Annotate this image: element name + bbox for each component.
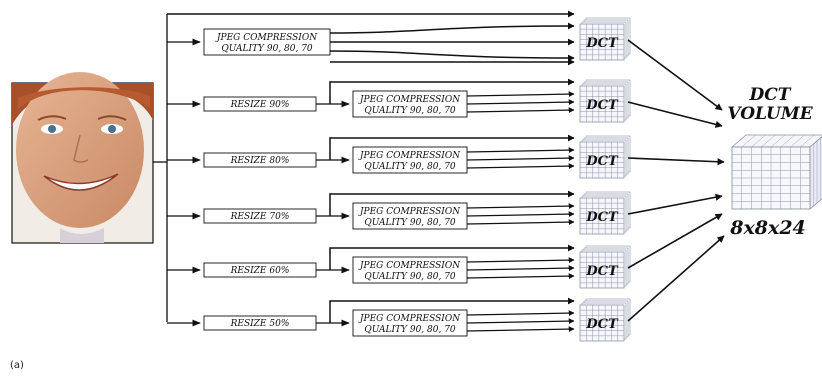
jpeg-box-line2: QUALITY 90, 80, 70 [364, 162, 456, 172]
volume-input-arrow [627, 213, 723, 269]
jpeg-output-arrow [466, 99, 575, 106]
resize-box: RESIZE 60% [203, 262, 317, 278]
jpeg-output-arrow [466, 91, 575, 98]
resize-box: RESIZE 80% [203, 152, 317, 168]
volume-input-arrow [627, 39, 723, 111]
jpeg-output-arrow [466, 310, 575, 317]
resize-label: RESIZE 60% [230, 266, 290, 276]
dct-block-resize: DCT [579, 245, 631, 289]
dct-label: DCT [585, 317, 619, 332]
jpeg-output-arrow [466, 273, 575, 280]
resize-box: RESIZE 90% [203, 96, 317, 112]
resize-label: RESIZE 70% [230, 212, 290, 222]
dct-label: DCT [585, 36, 619, 51]
jpeg-box-line2: QUALITY 90, 80, 70 [364, 218, 456, 228]
resize-label: RESIZE 90% [230, 100, 290, 110]
resized-output-arrow [329, 190, 575, 216]
jpeg-box-line2: QUALITY 90, 80, 70 [364, 325, 456, 335]
resized-output-arrow [329, 244, 575, 270]
resize-box: RESIZE 50% [203, 315, 317, 331]
resize-label: RESIZE 80% [230, 156, 290, 166]
volume-input-arrow [627, 235, 725, 322]
jpeg-box-line1: JPEG COMPRESSION [358, 95, 461, 105]
jpeg-output-arrow [466, 155, 575, 162]
jpeg-output-arrow [466, 211, 575, 218]
jpeg-output-arrow [466, 318, 575, 325]
volume-input-arrow [627, 101, 723, 128]
jpeg-box-line2: QUALITY 90, 80, 70 [364, 272, 456, 282]
dct-block-resize: DCT [579, 79, 631, 123]
jpeg-box-line1: JPEG COMPRESSION [358, 207, 461, 217]
jpeg-box-line1: JPEG COMPRESSION [358, 151, 461, 161]
jpeg-output-arrow [466, 326, 575, 333]
jpeg-output-arrow [329, 22, 575, 34]
dct-block-resize: DCT [579, 191, 631, 235]
volume-title-line2: VOLUME [727, 104, 813, 124]
jpeg-box-line1: JPEG COMPRESSION [358, 314, 461, 324]
jpeg-box-line1: JPEG COMPRESSION [358, 261, 461, 271]
resize-box: RESIZE 70% [203, 208, 317, 224]
volume-input-arrow [627, 157, 725, 166]
dct-label: DCT [585, 210, 619, 225]
figure-caption: (a) [10, 360, 24, 371]
jpeg-box-line2: QUALITY 90, 80, 70 [364, 106, 456, 116]
volume-size-label: 8x8x24 [729, 217, 806, 239]
jpeg-box-line2: QUALITY 90, 80, 70 [221, 44, 313, 54]
dct-block-original: DCT [579, 17, 631, 61]
resized-output-arrow [329, 297, 575, 323]
dct-block-resize: DCT [579, 135, 631, 179]
resize-label: RESIZE 50% [230, 319, 290, 329]
jpeg-output-arrow [329, 50, 575, 62]
resized-output-arrow [329, 134, 575, 160]
dct-volume-cube [730, 134, 822, 210]
dct-label: DCT [585, 154, 619, 169]
jpeg-output-arrow [466, 163, 575, 170]
jpeg-box-line1: JPEG COMPRESSION [215, 33, 318, 43]
jpeg-output-arrow [466, 257, 575, 264]
jpeg-output-arrow [466, 265, 575, 272]
dct-label: DCT [585, 98, 619, 113]
resized-output-arrow [329, 78, 575, 104]
dct-volume-title: DCT VOLUME [727, 85, 813, 124]
dct-block-resize: DCT [579, 298, 631, 342]
branch-backbone [153, 14, 168, 322]
volume-input-arrow [627, 193, 723, 215]
jpeg-output-arrow [466, 147, 575, 154]
dct-label: DCT [585, 264, 619, 279]
face-photo [11, 72, 154, 244]
jpeg-output-arrow [466, 107, 575, 114]
volume-title-line1: DCT [749, 85, 792, 105]
jpeg-output-arrow [466, 203, 575, 210]
jpeg-output-arrow [466, 219, 575, 226]
